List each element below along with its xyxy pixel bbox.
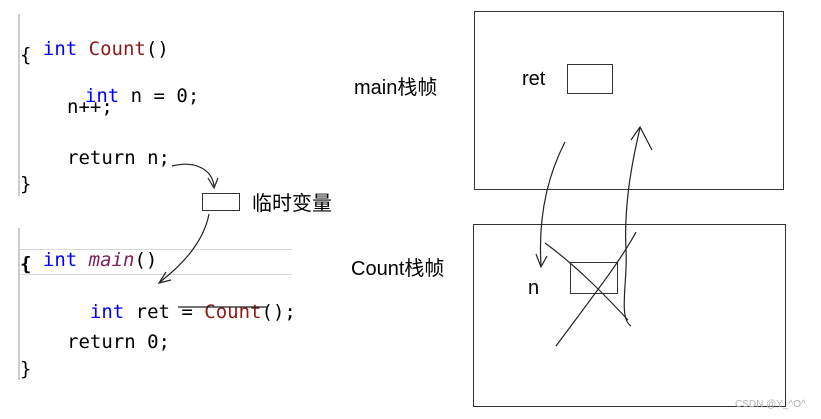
keyword-int: int — [42, 249, 78, 271]
arrow-return-to-temp-head — [207, 177, 219, 190]
arrow-count-to-main-head — [630, 125, 653, 151]
count-close-brace: } — [20, 173, 32, 195]
arrow-temp-to-ret — [159, 213, 210, 283]
function-name-count: Count — [88, 38, 146, 60]
decl-rest: n = 0; — [119, 85, 200, 107]
arrow-temp-to-ret-head — [157, 271, 172, 284]
arrow-main-to-count-head — [535, 253, 548, 269]
keyword-int: int — [42, 38, 78, 60]
keyword-int: int — [89, 301, 125, 323]
cross-stroke-2 — [555, 231, 637, 347]
count-increment-line: n++; — [67, 96, 113, 118]
main-close-brace: } — [20, 358, 32, 380]
count-signature: int Count() — [20, 16, 169, 60]
code-gutter-bar-bottom — [18, 228, 20, 380]
function-name-main: main — [88, 249, 135, 271]
parens: () — [145, 38, 169, 60]
decl-mid: ret = — [124, 301, 205, 323]
count-stack-frame — [473, 224, 786, 407]
call-rest: (); — [261, 301, 296, 323]
arrow-main-to-count — [539, 141, 566, 266]
main-signature: int main() — [20, 227, 157, 271]
code-gutter-bar-top — [18, 14, 20, 196]
arrow-count-to-main — [623, 127, 641, 327]
divider-top — [20, 249, 292, 250]
count-frame-label: Count栈帧 — [351, 258, 445, 280]
csdn-watermark: CSDN @Y_^O^ — [735, 399, 806, 410]
ret-variable-box — [567, 64, 613, 94]
main-decl-line: int ret = Count(); — [67, 279, 296, 323]
divider-bottom — [20, 274, 292, 275]
cross-stroke-1 — [544, 242, 629, 321]
temp-variable-box — [202, 193, 240, 211]
count-open-brace: { — [20, 44, 32, 66]
n-variable-box — [570, 262, 618, 294]
temp-variable-label: 临时变量 — [252, 193, 332, 215]
main-open-brace: { — [20, 253, 32, 275]
parens: () — [134, 249, 158, 271]
main-frame-label: main栈帧 — [354, 77, 438, 99]
ret-variable-label: ret — [522, 68, 546, 90]
main-return-line: return 0; — [67, 331, 170, 353]
count-return-line: return n; — [67, 147, 170, 169]
n-variable-label: n — [528, 277, 540, 299]
count-decl-line: int n = 0; — [62, 63, 199, 107]
arrow-return-to-temp — [171, 163, 215, 187]
keyword-int: int — [84, 85, 120, 107]
